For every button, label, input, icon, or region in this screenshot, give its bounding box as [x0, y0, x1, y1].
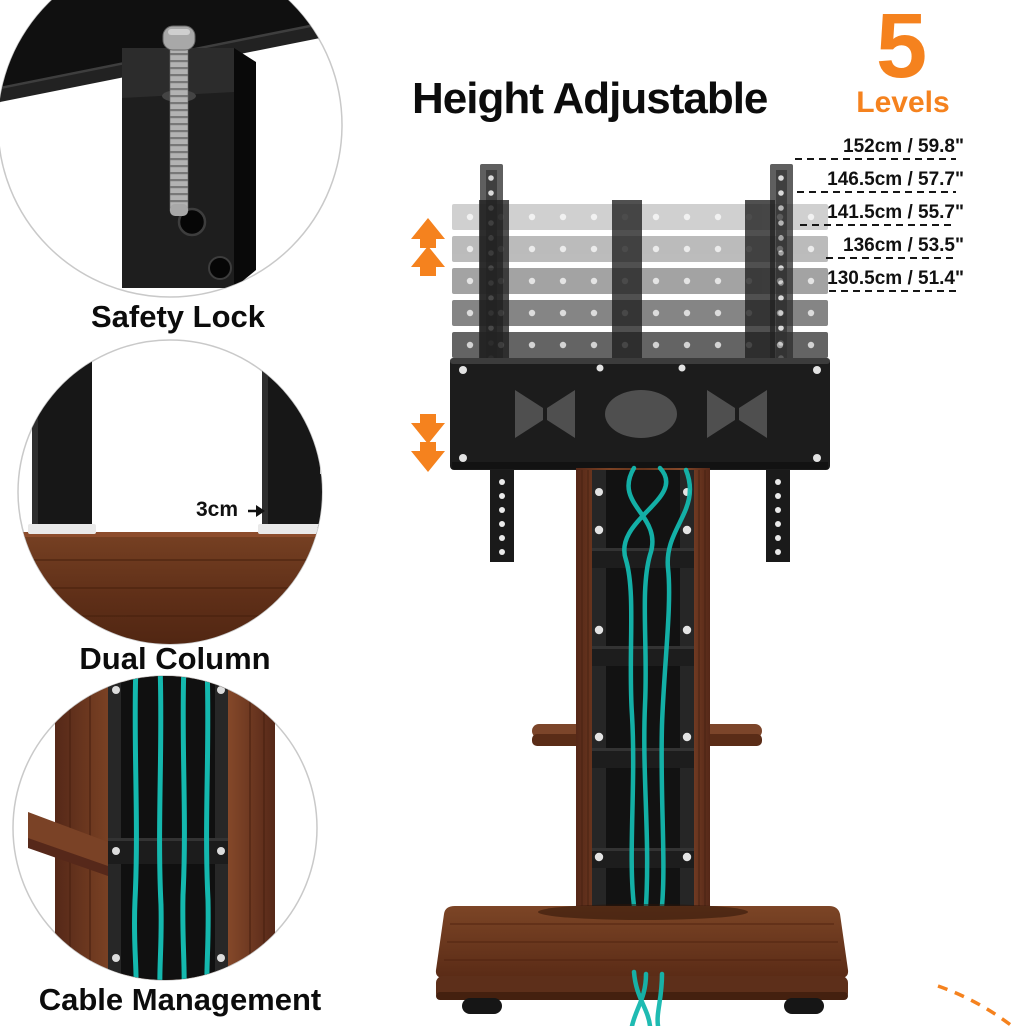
feature-label-safety-lock: Safety Lock: [90, 299, 265, 334]
levels-badge-label: Levels: [856, 86, 950, 119]
level-dashed-lines: [795, 158, 956, 292]
height-level-label-5: 130.5cm / 51.4": [827, 268, 964, 289]
cable-routing-upper: [622, 465, 693, 909]
cable-routing-tails: [629, 969, 665, 1026]
cable-management-inset: [12, 675, 318, 981]
height-level-label-1: 152cm / 59.8": [843, 136, 964, 157]
dual-column-inset: [17, 339, 323, 645]
vesa-rails: [490, 470, 790, 562]
tv-mount-bracket: [450, 358, 830, 470]
height-level-label-2: 146.5cm / 57.7": [827, 169, 964, 190]
double-arrow-up-icon: [411, 218, 445, 276]
column-thickness-annotation: 3cm: [196, 498, 239, 521]
stand-base: [435, 904, 849, 1014]
floor-dashed-line: [937, 984, 1014, 1026]
height-level-label-4: 136cm / 53.5": [843, 235, 964, 256]
stand-column: [576, 468, 710, 913]
ghost-crossbars: [452, 200, 828, 362]
levels-count-badge: 5: [876, 0, 928, 97]
page-title: Height Adjustable: [412, 74, 768, 123]
double-arrow-down-icon: [411, 414, 445, 472]
height-level-label-3: 141.5cm / 55.7": [827, 202, 964, 223]
feature-label-cable-management: Cable Management: [38, 982, 322, 1017]
safety-lock-inset: [0, 0, 343, 298]
feature-label-dual-column: Dual Column: [79, 641, 271, 676]
